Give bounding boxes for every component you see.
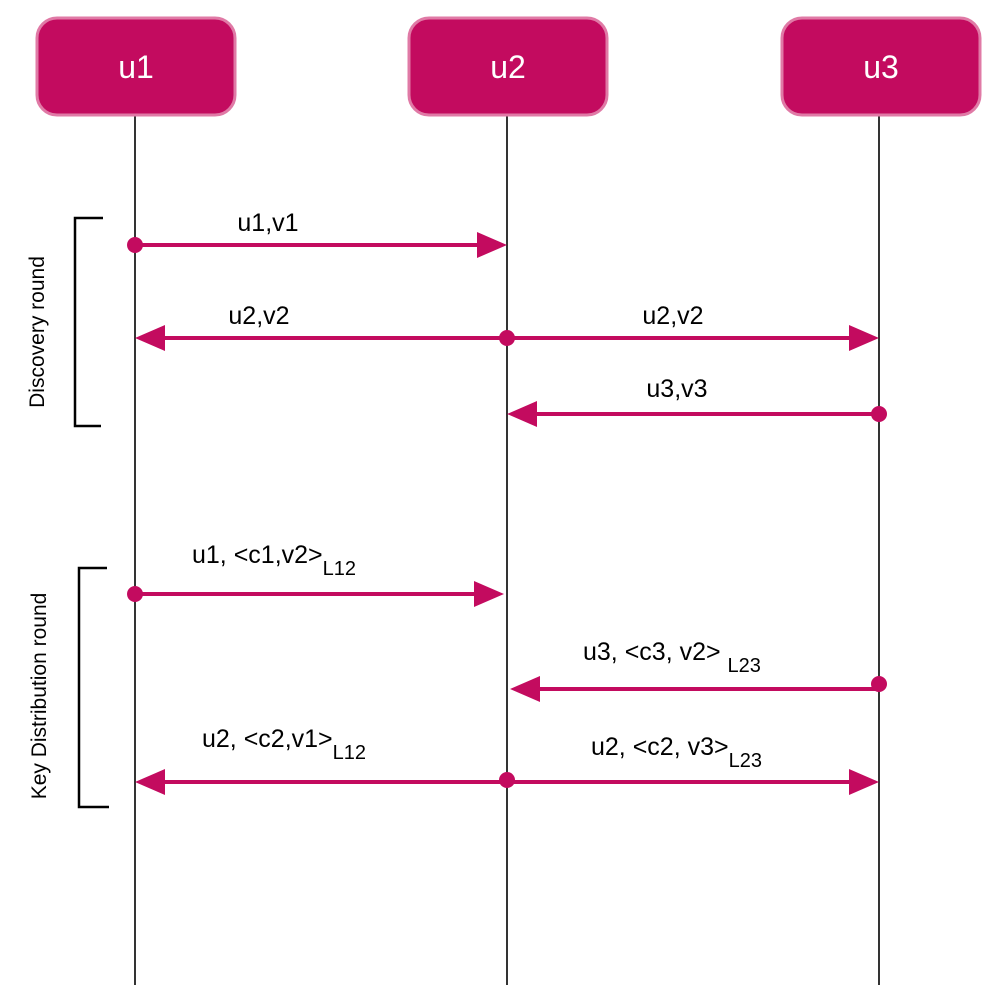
discovery-round-label: Discovery round	[26, 256, 49, 408]
message-label: u2, <c2,v1>L12	[202, 725, 366, 764]
message-u3-to-u2-key-distribution: u3, <c3, v2> L23	[510, 638, 887, 702]
message-u2-to-u1-discovery: u2,v2	[135, 302, 515, 351]
actor-u1-box	[35, 16, 237, 117]
actor-u3-label: u3	[863, 49, 899, 85]
message-label: u1, <c1,v2>L12	[192, 541, 356, 580]
message-u1-to-u2-key-distribution: u1, <c1,v2>L12	[127, 541, 504, 607]
arrow-head	[135, 325, 165, 351]
actor-u3: u3	[780, 16, 982, 117]
arrow-head	[477, 232, 507, 258]
actor-u3-box	[780, 16, 982, 117]
message-u3-to-u2-discovery: u3,v3	[507, 375, 887, 427]
message-label: u3,v3	[646, 375, 707, 403]
key-distribution-round-label: Key Distribution round	[28, 593, 51, 800]
message-origin-dot	[871, 676, 887, 692]
message-u1-to-u2-discovery: u1,v1	[127, 209, 507, 258]
arrow-head	[849, 325, 879, 351]
arrow-head	[474, 581, 504, 607]
message-label: u3, <c3, v2> L23	[583, 638, 761, 677]
message-origin-dot	[127, 586, 143, 602]
actor-u2-label: u2	[490, 49, 526, 85]
arrow-head	[135, 769, 165, 795]
message-label: u1,v1	[237, 209, 298, 237]
message-u2-to-u1-key-distribution: u2, <c2,v1>L12	[135, 725, 515, 795]
arrow-head	[849, 769, 879, 795]
message-origin-dot	[871, 406, 887, 422]
arrow-head	[507, 401, 537, 427]
message-label: u2, <c2, v3>L23	[591, 733, 762, 772]
message-u2-to-u3-key-distribution: u2, <c2, v3>L23	[507, 733, 879, 795]
actor-u1-label: u1	[118, 49, 154, 85]
actor-u1: u1	[35, 16, 237, 117]
message-u2-to-u3-discovery: u2,v2	[507, 302, 879, 351]
key-distribution-round-bracket	[77, 566, 109, 809]
message-label: u2,v2	[228, 302, 289, 330]
actor-u2: u2	[407, 16, 609, 117]
arrow-head	[510, 676, 540, 702]
discovery-round-bracket	[73, 216, 103, 428]
message-origin-dot	[127, 237, 143, 253]
actor-u2-box	[407, 16, 609, 117]
message-label: u2,v2	[642, 302, 703, 330]
